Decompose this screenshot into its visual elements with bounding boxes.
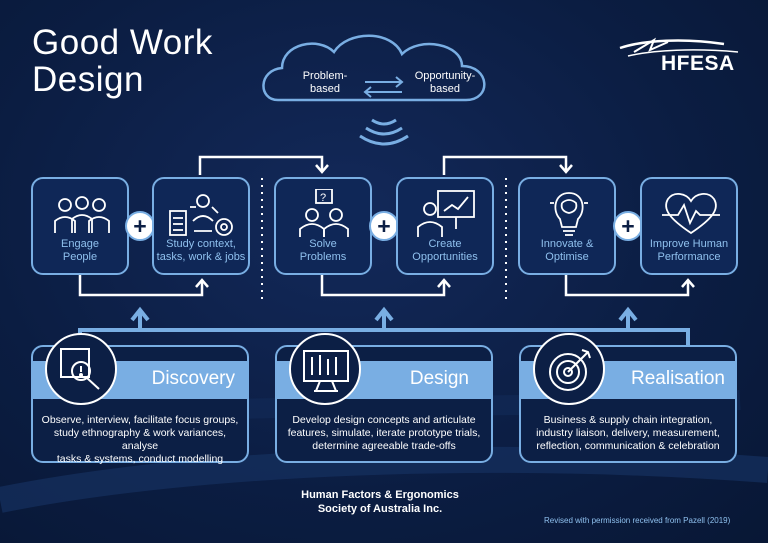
step-solve-problems: ? Solve Problems: [274, 177, 372, 275]
title-line-1: Good Work: [32, 23, 213, 62]
phase-description: Develop design concepts and articulate f…: [287, 414, 481, 452]
svg-text:?: ?: [320, 192, 326, 204]
step-innovate-optimise: Innovate & Optimise: [518, 177, 616, 275]
phase-icon-circle: [533, 333, 605, 405]
magnifier-icon: [60, 348, 100, 390]
phase-discovery: Discovery Observe, interview, facilitate…: [31, 333, 249, 465]
target-icon: [549, 349, 591, 391]
plus-icon: +: [369, 211, 399, 241]
heart-pulse-icon: [662, 193, 720, 235]
phase-title: Realisation: [631, 368, 725, 389]
step-label: Study context, tasks, work & jobs: [156, 238, 246, 263]
phase-title: Discovery: [151, 368, 235, 389]
step-label: Solve Problems: [299, 238, 347, 263]
plus-icon: +: [125, 211, 155, 241]
organisation-name: Human Factors & Ergonomics Society of Au…: [301, 489, 459, 515]
hfesa-logo-icon: [619, 37, 739, 57]
step-label: Innovate & Optimise: [540, 238, 594, 263]
page-title: Good Work Design: [32, 24, 213, 98]
step-improve-performance: Improve Human Performance: [640, 177, 738, 275]
credit-note: Revised with permission received from Pa…: [544, 516, 731, 525]
step-label: Engage People: [61, 238, 99, 263]
solve-problems-icon: ?: [299, 189, 349, 237]
plus-icon: +: [613, 211, 643, 241]
phase-realisation: Realisation Business & supply chain inte…: [519, 333, 737, 463]
title-line-2: Design: [32, 60, 144, 99]
logo-text: HFESA: [661, 52, 735, 75]
step-study-context: Study context, tasks, work & jobs: [152, 177, 250, 275]
people-group-icon: [54, 196, 110, 233]
cloud-label-opportunity: Opportunity- based: [414, 70, 476, 95]
step-label: Improve Human Performance: [649, 238, 729, 263]
phase-title: Design: [409, 368, 469, 389]
step-engage-people: Engage People: [31, 177, 129, 275]
phase-icon-circle: [289, 333, 361, 405]
step-create-opportunities: Create Opportunities: [396, 177, 494, 275]
cloud-outline: [262, 34, 486, 102]
phase-design: Design Develop design concepts and artic…: [275, 333, 493, 463]
step-label: Create Opportunities: [412, 238, 478, 263]
presentation-icon: [417, 190, 475, 237]
lightbulb-brain-icon: [550, 192, 588, 236]
phase-icon-circle: [45, 333, 117, 405]
phase-description: Business & supply chain integration, ind…: [536, 414, 720, 452]
phase-description: Observe, interview, facilitate focus gro…: [41, 414, 239, 465]
study-context-icon: [169, 194, 233, 236]
cloud-label-problem: Problem- based: [302, 70, 348, 95]
design-tools-icon: [303, 350, 349, 392]
